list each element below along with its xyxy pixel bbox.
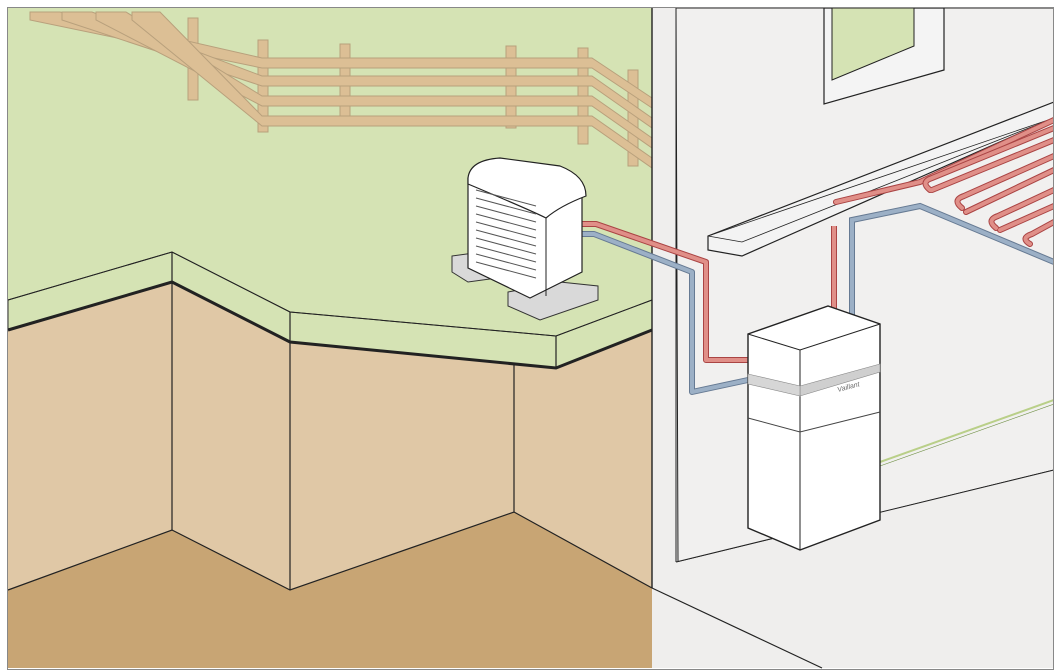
indoor-hydraulic-unit: Vaillant	[748, 306, 880, 550]
